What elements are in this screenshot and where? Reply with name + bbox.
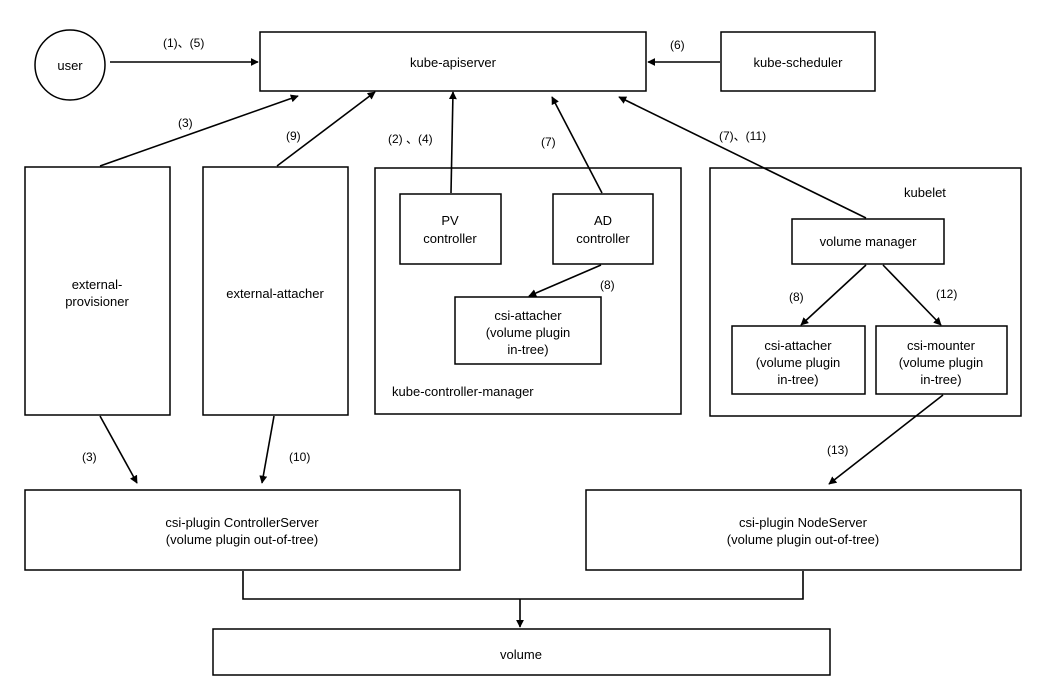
edge-servers-merge [242,571,804,600]
edge-label-volume-manager-to-apiserver: (7)、(11) [719,129,766,143]
edge-label-mounter-to-node-server: (13) [827,443,848,457]
ad-controller-label-line1: AD [594,213,612,228]
edge-label-provisioner-to-apiserver: (3) [178,116,193,130]
kubelet-csi-attacher-label-line2: (volume plugin [756,355,841,370]
controller-server-label-line2: (volume plugin out-of-tree) [166,532,318,547]
edge-label-attacher-to-apiserver: (9) [286,129,301,143]
kube-controller-manager-label: kube-controller-manager [392,384,534,399]
controller-server-node: csi-plugin ControllerServer (volume plug… [24,489,461,571]
edge-volume-manager-to-apiserver [618,96,867,219]
edge-label-vm-to-csi-attacher: (8) [789,290,804,304]
user-label: user [57,58,83,73]
external-provisioner-label-line1: external- [72,277,123,292]
edge-label-ad-to-apiserver: (7) [541,135,556,149]
scheduler-node: kube-scheduler [720,31,876,92]
volume-manager-node: volume manager [791,218,945,265]
edge-label-attacher-to-controller-server: (10) [289,450,310,464]
apiserver-label: kube-apiserver [410,55,497,70]
kubelet-label: kubelet [904,185,946,200]
edge-provisioner-to-apiserver [99,94,299,167]
edge-label-provisioner-to-controller-server: (3) [82,450,97,464]
edge-attacher-to-controller-server [259,415,275,484]
node-server-label-line2: (volume plugin out-of-tree) [727,532,879,547]
csi-mounter-label-line3: in-tree) [920,372,961,387]
volume-manager-label: volume manager [820,234,917,249]
edge-ad-controller-to-csi-attacher [528,264,602,297]
external-attacher-node: external-attacher [202,166,349,416]
volume-node: volume [212,628,831,676]
scheduler-label: kube-scheduler [754,55,844,70]
edge-label-user-to-apiserver: (1)、(5) [163,36,204,50]
edge-label-vm-to-csi-mounter: (12) [936,287,957,301]
csi-mounter-node: csi-mounter (volume plugin in-tree) [875,325,1008,395]
external-attacher-label: external-attacher [226,286,324,301]
user-node: user [34,29,106,101]
edge-attacher-to-apiserver [276,91,376,167]
kcm-csi-attacher-label-line2: (volume plugin [486,325,571,340]
node-server-label-line1: csi-plugin NodeServer [739,515,868,530]
kube-controller-manager-node: kube-controller-manager PV controller AD… [374,167,682,415]
volume-label: volume [500,647,542,662]
edge-csi-mounter-to-node-server [828,394,944,485]
pv-controller-label-line1: PV [441,213,459,228]
edge-ad-controller-to-apiserver [551,96,603,194]
pv-controller-node: PV controller [399,193,502,265]
kcm-csi-attacher-label-line3: in-tree) [507,342,548,357]
node-server-node: csi-plugin NodeServer (volume plugin out… [585,489,1022,571]
pv-controller-label-line2: controller [423,231,477,246]
edge-pv-controller-to-apiserver [448,91,457,194]
csi-mounter-label-line2: (volume plugin [899,355,984,370]
edge-volume-manager-to-csi-attacher [800,264,867,326]
kubelet-csi-attacher-label-line3: in-tree) [777,372,818,387]
controller-server-label-line1: csi-plugin ControllerServer [165,515,319,530]
kubelet-node: kubelet volume manager csi-attacher (vol… [709,167,1022,417]
csi-mounter-label-line1: csi-mounter [907,338,976,353]
edge-provisioner-to-controller-server [99,415,138,484]
edge-volume-manager-to-csi-mounter [882,264,942,326]
kubelet-csi-attacher-label-line1: csi-attacher [764,338,832,353]
external-provisioner-node: external- provisioner [24,166,171,416]
kcm-csi-attacher-node: csi-attacher (volume plugin in-tree) [454,296,602,365]
edge-label-pv-to-apiserver: (2) 、(4) [388,132,433,146]
edge-label-ad-to-csi-attacher: (8) [600,278,615,292]
edge-label-scheduler-to-apiserver: (6) [670,38,685,52]
external-provisioner-label-line2: provisioner [65,294,129,309]
apiserver-node: kube-apiserver [259,31,647,92]
ad-controller-node: AD controller [552,193,654,265]
kubelet-csi-attacher-node: csi-attacher (volume plugin in-tree) [731,325,866,395]
ad-controller-label-line2: controller [576,231,630,246]
kcm-csi-attacher-label-line1: csi-attacher [494,308,562,323]
